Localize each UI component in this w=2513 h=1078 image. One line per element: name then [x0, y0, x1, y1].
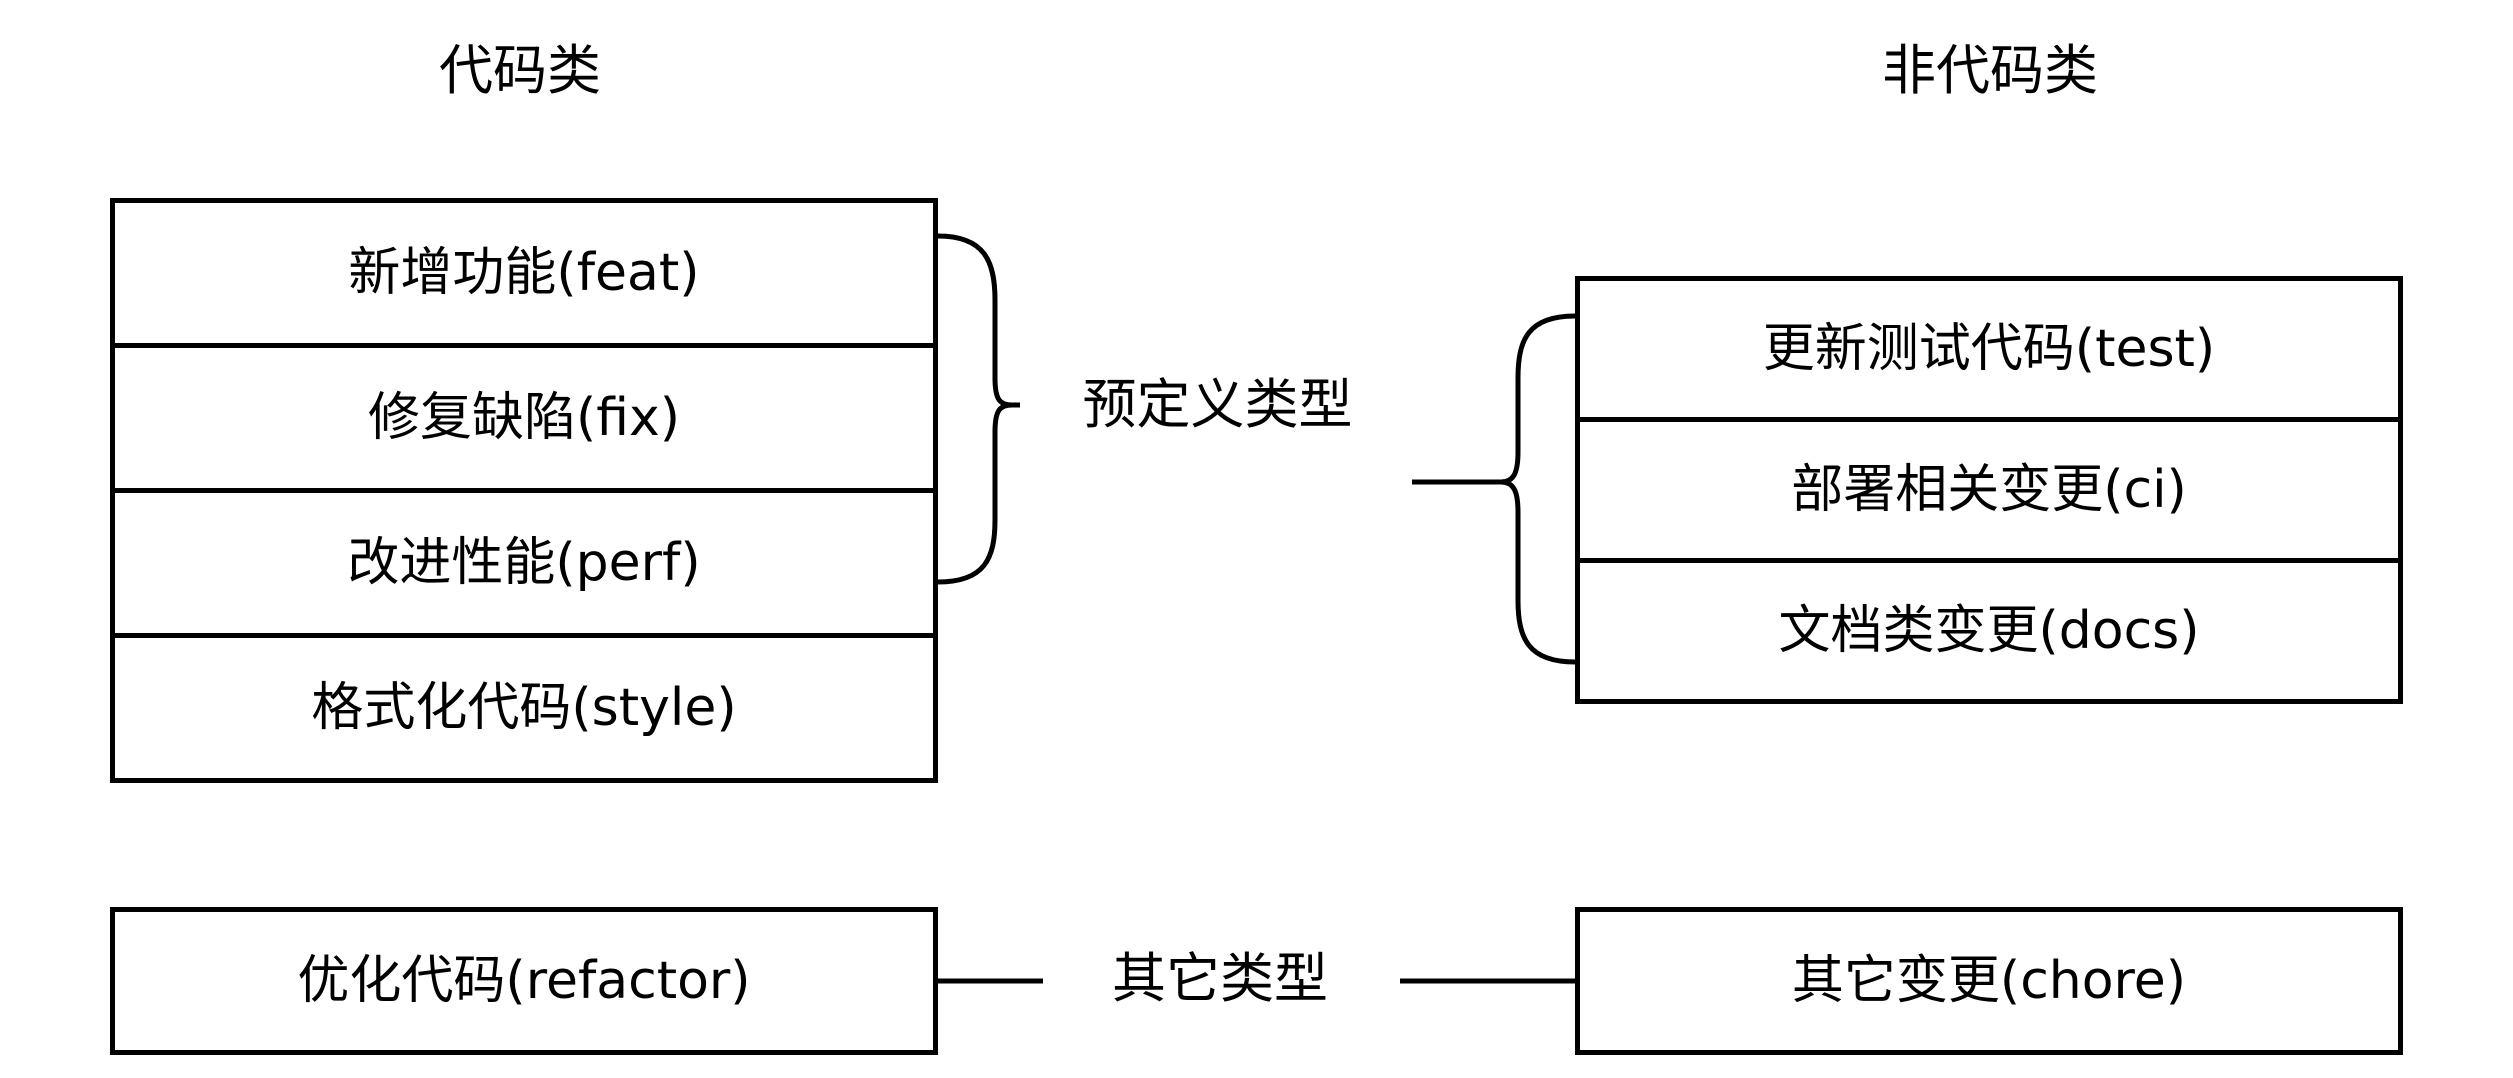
column-heading-code: 代码类: [439, 39, 601, 102]
list-item: 修复缺陷(fix): [115, 343, 933, 488]
list-item: 格式化代码(style): [115, 633, 933, 778]
noncode-predefined-box: 更新测试代码(test) 部署相关变更(ci) 文档类变更(docs): [1575, 276, 2403, 704]
code-predefined-box: 新增功能(feat) 修复缺陷(fix) 改进性能(perf) 格式化代码(st…: [110, 198, 938, 783]
list-item: 优化代码(refactor): [297, 951, 751, 1011]
left-brace-icon: [937, 233, 1015, 585]
list-item: 改进性能(perf): [115, 488, 933, 633]
list-item: 更新测试代码(test): [1762, 319, 2216, 379]
right-brace-icon: [1498, 313, 1576, 665]
list-item: 部署相关变更(ci): [1580, 417, 2398, 558]
list-item: 新增功能(feat): [348, 243, 700, 303]
noncode-other-box: 其它变更(chore): [1575, 907, 2403, 1055]
list-item: 文档类变更(docs): [1580, 558, 2398, 699]
list-item: 其它变更(chore): [1791, 951, 2187, 1011]
predefined-type-label: 预定义类型: [1082, 373, 1353, 436]
column-heading-noncode: 非代码类: [1882, 39, 2098, 102]
code-other-box: 优化代码(refactor): [110, 907, 938, 1055]
other-type-label: 其它类型: [1112, 947, 1328, 1010]
